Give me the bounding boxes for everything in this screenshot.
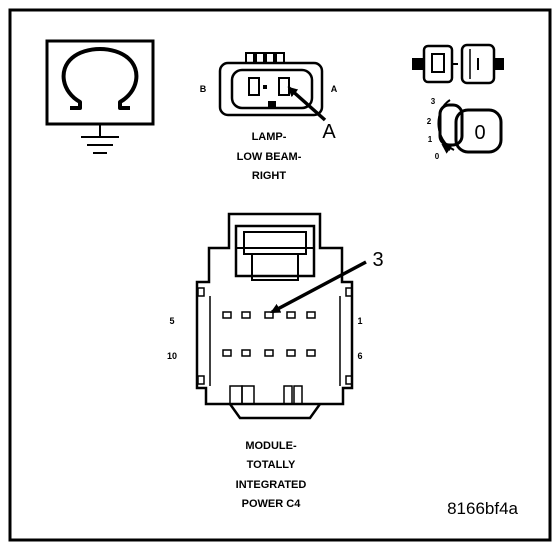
plug-connector-icon	[412, 43, 504, 85]
frame-border	[8, 8, 552, 542]
lamp-pin-a-terminal	[278, 77, 290, 96]
lamp-connector	[218, 52, 324, 117]
figure-id: 8166bf4a	[447, 499, 518, 518]
module-pin-row-top	[222, 311, 316, 319]
module-callout-label: 3	[372, 249, 383, 271]
module-caption-line-2: TOTALLY	[247, 459, 296, 471]
lamp-caption-line-2: LOW BEAM-	[237, 151, 302, 163]
module-connector	[195, 212, 354, 420]
module-caption-line-3: INTEGRATED	[236, 479, 307, 491]
lamp-pin-b-terminal	[248, 77, 260, 96]
module-pin-label-5: 5	[169, 316, 174, 326]
module-caption-line-4: POWER C4	[242, 498, 302, 510]
module-pin-label-1: 1	[357, 316, 362, 326]
module-pin-label-6: 6	[357, 351, 362, 361]
module-callout-arrow	[270, 260, 367, 314]
key-label: 0	[474, 122, 485, 144]
lamp-caption-line-3: RIGHT	[252, 170, 287, 182]
lamp-callout-arrow	[287, 86, 327, 122]
ignition-key-icon	[437, 99, 503, 154]
module-caption-line-1: MODULE-	[245, 440, 297, 452]
key-position-1: 1	[428, 135, 433, 144]
key-position-2: 2	[427, 117, 432, 126]
lamp-caption-line-1: LAMP-	[252, 131, 287, 143]
lamp-pin-b-label: B	[200, 84, 207, 94]
module-pin-row-bottom	[222, 349, 316, 357]
lamp-callout-label: A	[322, 121, 336, 143]
key-position-0: 0	[435, 152, 440, 161]
lamp-pin-a-label: A	[331, 84, 338, 94]
module-pin-label-10: 10	[167, 351, 177, 361]
key-position-3: 3	[431, 97, 436, 106]
ohmmeter-icon	[45, 39, 155, 154]
